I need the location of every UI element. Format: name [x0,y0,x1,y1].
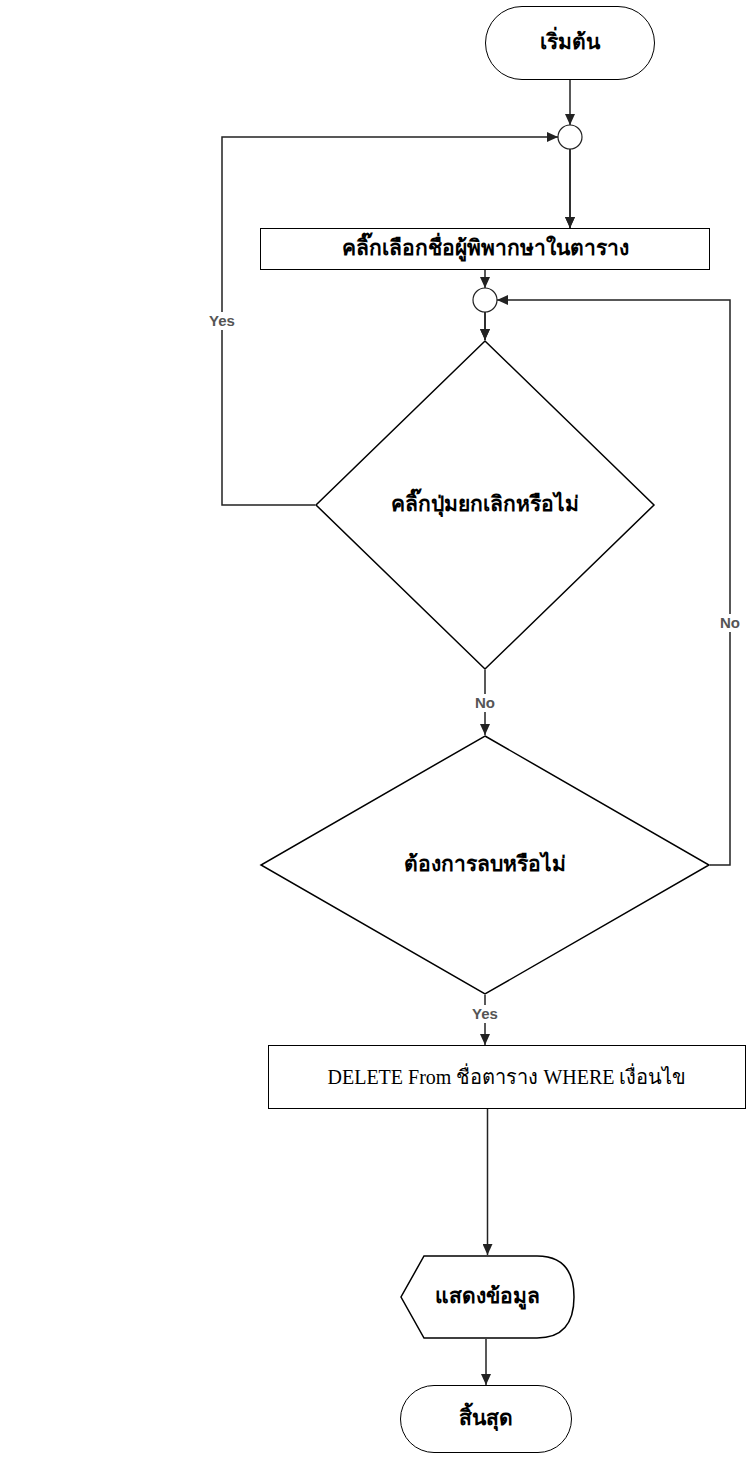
decision-diamond: คลิ๊กปุ่มยกเลิกหรือไม่ [315,340,655,670]
display-box: แสดงข้อมูล [400,1255,575,1339]
node-text: DELETE From ชื่อตาราง WHERE เงื่อนไข [328,1064,687,1090]
flow-arrow [485,1339,487,1385]
diamond-shape [316,341,654,669]
terminal-box: เริ่มต้น [485,6,655,80]
arrow-head [547,132,558,142]
node-text: คลิ๊กเลือกชื่อผู้พิพากษาในตาราง [342,235,629,262]
node-text: คลิ๊กปุ่มยกเลิกหรือไม่ [391,491,579,518]
edge-label: Yes [469,1005,501,1023]
terminal-box: สิ้นสุด [400,1385,572,1453]
connector-circle [473,288,497,312]
flow-arrow [487,1109,489,1255]
node-text: แสดงข้อมูล [435,1283,540,1310]
process-box: DELETE From ชื่อตาราง WHERE เงื่อนไข [268,1045,746,1109]
display-shape [401,1256,574,1338]
process-box: คลิ๊กเลือกชื่อผู้พิพากษาในตาราง [260,228,710,270]
node-text: เริ่มต้น [540,29,600,56]
edge-label: No [717,614,743,632]
node-text: ต้องการลบหรือไม่ [404,851,566,878]
edge-label: Yes [206,312,238,330]
diamond-shape [261,736,709,994]
arrow-head [565,114,575,125]
decision-diamond: ต้องการลบหรือไม่ [260,735,710,995]
edge-label: No [472,694,498,712]
connector-circle [558,125,582,149]
arrow-head [480,277,490,288]
node-text: สิ้นสุด [459,1405,513,1432]
arrow-head [497,295,508,305]
